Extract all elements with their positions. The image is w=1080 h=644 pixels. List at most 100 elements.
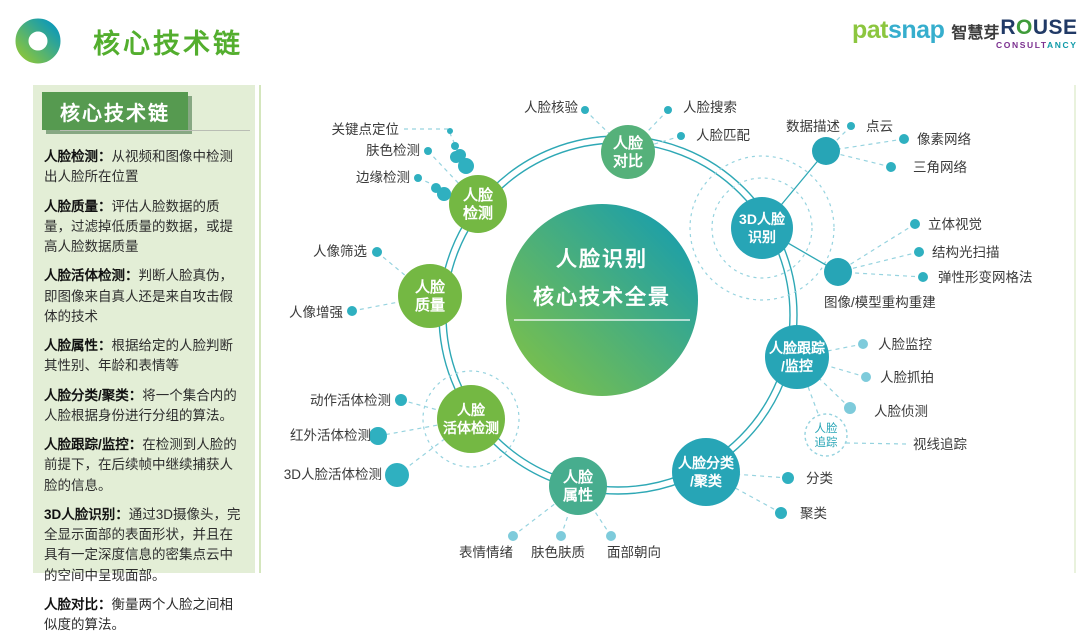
sidebar-divider <box>60 130 250 131</box>
sidebar-entry-term: 人脸质量： <box>44 198 112 214</box>
node-label-face-compare: 对比 <box>613 152 643 170</box>
dashed-halo-ring <box>689 155 835 301</box>
satellite-dot <box>369 427 387 445</box>
face-recognition-tech-diagram: 人脸识别核心技术全景人脸检测人脸对比3D人脸识别人脸质量人脸跟踪/监控人脸活体检… <box>284 100 1033 560</box>
hub-model-recon-label: 图像/模型重构重建 <box>824 295 936 310</box>
satellite-dot <box>847 122 855 130</box>
satellite-dot <box>581 106 589 114</box>
satellite-dot <box>414 174 422 182</box>
node-label-face-quality: 质量 <box>415 296 445 314</box>
node-face-compare <box>601 125 655 179</box>
satellite-label: 红外活体检测 <box>290 428 371 443</box>
satellite-dot <box>918 272 928 282</box>
satellite-label: 人脸核验 <box>524 100 578 115</box>
satellite-label: 点云 <box>866 119 893 134</box>
right-edge-line <box>1074 85 1076 573</box>
sidebar-entry-desc: 从视频和图像中检测出人脸所在位置 <box>44 149 233 185</box>
sidebar-entry-term: 人脸分类/聚类： <box>44 387 143 403</box>
node-face-attributes <box>549 457 607 515</box>
sidebar-entry-term: 人脸跟踪/监控： <box>44 437 143 452</box>
satellite-trail-dot <box>447 128 453 134</box>
sidebar-entry: 人脸属性：根据给定的人脸判断其性别、年龄和表情等 <box>44 336 246 377</box>
node-label-face-liveness: 人脸 <box>457 402 486 418</box>
node-face-classification <box>672 438 740 506</box>
satellite-label: 边缘检测 <box>356 170 410 185</box>
satellite-connector-line <box>705 471 782 514</box>
satellite-connector-line <box>845 442 908 445</box>
sidebar-entries: 人脸检测：从视频和图像中检测出人脸所在位置人脸质量：评估人脸数据的质量，过滤掉低… <box>44 147 246 644</box>
sidebar-entry: 3D人脸识别：通过3D摄像头，完全显示面部的表面形状，并且在具有一定深度信息的密… <box>44 505 246 586</box>
satellite-connector-line <box>837 251 920 273</box>
satellite-label: 弹性形变网格法 <box>938 270 1033 285</box>
node-face-liveness <box>437 385 505 453</box>
node-face-track-dashed <box>804 413 848 457</box>
satellite-label: 肤色肤质 <box>531 544 585 560</box>
satellite-label: 关键点定位 <box>332 122 400 137</box>
node-face-track-label: 追踪 <box>815 435 838 449</box>
satellite-label: 分类 <box>806 471 833 486</box>
satellite-trail-dot <box>458 158 474 174</box>
node-label-face-compare: 人脸 <box>613 134 644 152</box>
satellite-dot <box>508 531 518 541</box>
satellite-label: 动作活体检测 <box>310 393 391 408</box>
patsnap-logo-pat: pat <box>852 16 889 44</box>
sidebar-entry: 人脸质量：评估人脸数据的质量，过滤掉低质量的数据，或提高人脸数据质量 <box>44 197 246 258</box>
satellite-label: 像素网络 <box>917 132 971 147</box>
satellite-dot <box>861 372 871 382</box>
node-label-face-classification: 人脸分类 <box>678 455 735 471</box>
satellite-connector-line <box>627 135 682 153</box>
satellite-trail-dot <box>451 142 459 150</box>
node-label-face-3d: 3D人脸 <box>739 211 786 227</box>
patsnap-logo-cn: 智慧芽 <box>951 25 1000 42</box>
satellite-dot <box>556 531 566 541</box>
node-label-face-detection: 检测 <box>463 204 493 222</box>
brand-ring-logo-icon <box>15 18 61 64</box>
satellite-label: 三角网络 <box>913 160 967 175</box>
satellite-label: 聚类 <box>800 506 827 521</box>
node-face-detection <box>449 175 507 233</box>
satellite-label: 人脸搜索 <box>683 100 737 115</box>
satellite-label: 人像增强 <box>289 305 343 320</box>
satellite-label: 立体视觉 <box>928 217 982 232</box>
sidebar-separator-line <box>259 85 261 573</box>
hub-data-desc-label: 数据描述 <box>786 119 840 134</box>
node-label-face-tracking: /监控 <box>781 358 813 374</box>
sidebar-entry-term: 人脸活体检测： <box>44 268 139 284</box>
dashed-halo-ring <box>711 177 813 279</box>
satellite-label: 视线追踪 <box>913 437 967 452</box>
satellite-connector-line <box>512 485 579 537</box>
satellite-label: 人像筛选 <box>313 244 367 259</box>
satellite-label: 人脸侦测 <box>874 404 928 419</box>
sidebar-entry-term: 人脸属性： <box>44 338 112 353</box>
node-label-face-3d: 识别 <box>748 229 776 245</box>
hub-model-recon <box>824 258 852 286</box>
satellite-dot <box>886 162 896 172</box>
sidebar-entry-term: 3D人脸识别： <box>44 506 129 522</box>
satellite-trail-dot <box>437 187 451 201</box>
page-title: 核心技术链 <box>93 29 243 59</box>
satellite-label: 表情情绪 <box>459 545 513 560</box>
satellite-dot <box>858 339 868 349</box>
sidebar-entry: 人脸分类/聚类：将一个集合内的人脸根据身份进行分组的算法。 <box>44 386 246 427</box>
rouse-logo-wordmark: ROUSE <box>1000 16 1078 39</box>
satellite-dot <box>775 507 787 519</box>
satellite-connector-line <box>796 356 827 436</box>
rouse-logo-subtitle: CONSULTANCY <box>996 40 1078 50</box>
center-title-line: 人脸识别 <box>556 247 648 271</box>
node-label-face-detection: 人脸 <box>463 186 494 204</box>
satellite-dot <box>782 472 794 484</box>
dashed-halo-ring <box>422 370 520 468</box>
satellite-dot <box>395 394 407 406</box>
satellite-dot <box>347 306 357 316</box>
node-face-quality <box>398 264 462 328</box>
satellite-trail-dot <box>450 151 462 163</box>
satellite-dot <box>424 147 432 155</box>
satellite-label: 人脸抓拍 <box>880 370 934 385</box>
node-face-track-label: 人脸 <box>815 421 838 435</box>
satellite-label: 面部朝向 <box>607 545 661 560</box>
node-face-3d <box>731 197 793 259</box>
sidebar-entry: 人脸检测：从视频和图像中检测出人脸所在位置 <box>44 147 246 188</box>
satellite-connector-line <box>825 150 892 168</box>
satellite-dot <box>914 247 924 257</box>
satellite-label: 3D人脸活体检测 <box>284 467 382 482</box>
